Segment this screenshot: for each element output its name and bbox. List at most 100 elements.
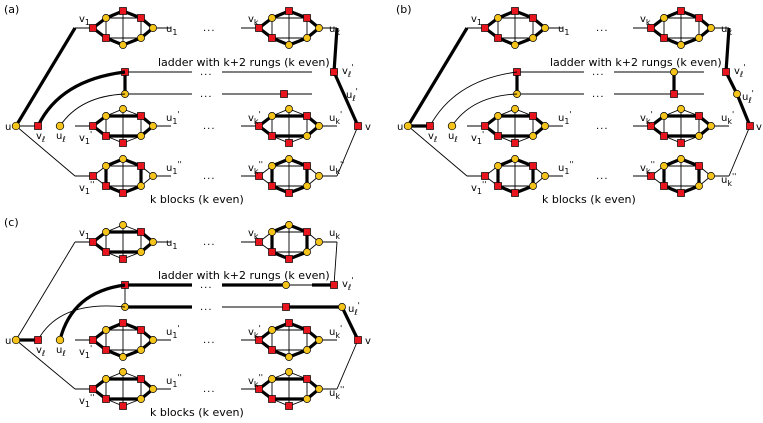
- node-u: [11, 121, 21, 131]
- label-u1: u1: [558, 24, 569, 37]
- edge-vl-ladder: [37, 305, 126, 341]
- edge-ul-ladder: [59, 93, 126, 127]
- label-v1: v1: [79, 14, 90, 27]
- ellipsis-row3: ...: [203, 121, 216, 132]
- label-vl-prime: vℓ': [342, 63, 353, 79]
- ellipsis-row1: ...: [203, 237, 216, 248]
- node-vl: [426, 122, 434, 130]
- label-vl-prime: vℓ': [734, 63, 745, 79]
- node-v: [354, 336, 362, 344]
- ladder-thick: [125, 283, 312, 309]
- node-vl: [34, 336, 42, 344]
- label-v1-prime: v1': [471, 130, 484, 146]
- label-vl: vℓ: [36, 345, 45, 358]
- block-row1-right: [239, 5, 339, 51]
- edge-u-v1dprime: [407, 125, 468, 177]
- label-vl-prime: vℓ': [342, 276, 353, 292]
- block-row1-right: [239, 219, 339, 265]
- label-ul-prime: uℓ': [346, 87, 358, 103]
- panel-label-a: (a): [4, 3, 19, 16]
- panel-label-c: (c): [4, 216, 19, 229]
- blocks-caption-c: k blocks (k even): [150, 406, 244, 419]
- ellipsis-ladder-2: ...: [592, 89, 605, 100]
- node-u: [11, 335, 21, 345]
- edge-ul-ladder: [58, 283, 126, 341]
- block-row1-right: [631, 5, 731, 51]
- label-v: v: [756, 122, 762, 133]
- ladder-node: [670, 90, 678, 98]
- edges-u: [15, 241, 76, 390]
- edge-u-v1: [14, 27, 77, 127]
- node-vl-prime: [722, 68, 730, 76]
- panel-a: (a) ... ... ... ladder with k+2 rungs (k…: [4, 3, 371, 206]
- label-uk-prime: uk': [329, 110, 342, 126]
- node-ul: [55, 335, 65, 345]
- node-u: [403, 121, 413, 131]
- panel-label-b: (b): [396, 3, 412, 16]
- ladder-rails: [517, 71, 704, 95]
- node-vl-prime: [330, 281, 338, 289]
- ladder-node: [282, 281, 290, 289]
- edges-vl-ul-ladder: [429, 71, 518, 127]
- ellipsis-ladder-1: ...: [200, 280, 213, 291]
- panel-c: (c) ... ... ... ladder with k+2 rungs (k…: [4, 216, 371, 419]
- label-v1-prime: v1': [79, 130, 92, 146]
- label-vl: vℓ: [36, 131, 45, 144]
- label-u1-prime: u1': [166, 324, 180, 340]
- label-u1-dprime: u1'': [558, 160, 574, 176]
- ellipsis-ladder-2: ...: [200, 302, 213, 313]
- label-u1-dprime: u1'': [166, 160, 182, 176]
- label-v1: v1: [79, 228, 90, 241]
- label-v1: v1: [471, 14, 482, 27]
- label-uk: uk: [329, 228, 340, 241]
- block-row1-left: [73, 219, 173, 265]
- label-v: v: [365, 122, 371, 133]
- label-uk-prime: uk': [329, 324, 342, 340]
- ladder-node: [670, 68, 678, 76]
- label-u: u: [5, 336, 11, 347]
- label-v1-dprime: v1'': [471, 180, 486, 196]
- label-u1: u1: [166, 24, 177, 37]
- block-row3-right: [239, 317, 339, 363]
- ellipsis-ladder-2: ...: [200, 89, 213, 100]
- label-ul: uℓ: [448, 131, 458, 144]
- node-ul-prime: [733, 90, 741, 98]
- label-u: u: [397, 122, 403, 133]
- label-uk-dprime: uk'': [329, 385, 344, 401]
- ladder-node: [280, 90, 288, 98]
- block-row1-left: [465, 5, 565, 51]
- label-u1-prime: u1': [558, 110, 572, 126]
- blocks-caption-a: k blocks (k even): [150, 193, 244, 206]
- label-uk-dprime: uk'': [329, 160, 344, 176]
- node-vl-prime: [330, 68, 338, 76]
- ellipsis-row1: ...: [596, 23, 609, 34]
- blocks-caption-b: k blocks (k even): [542, 193, 636, 206]
- ladder-caption-c: ladder with k+2 rungs (k even): [158, 269, 330, 282]
- ladder-node: [282, 303, 290, 311]
- label-ul-prime: uℓ': [742, 89, 754, 105]
- ellipsis-row3: ...: [596, 121, 609, 132]
- label-u1: u1: [166, 238, 177, 251]
- label-uk: uk: [721, 24, 732, 37]
- ellipsis-row4: ...: [203, 384, 216, 395]
- edge-uk2-v: [336, 125, 359, 177]
- node-v: [354, 122, 362, 130]
- ellipsis-ladder-1: ...: [200, 67, 213, 78]
- edge-uk-v: [724, 27, 752, 127]
- panel-b: (b) ... ... ... ladder with k+2 rungs (k…: [396, 3, 762, 206]
- block-row1-left: [73, 5, 173, 51]
- label-vk: vk: [248, 14, 259, 27]
- label-uk-prime: uk': [721, 110, 734, 126]
- label-uk-dprime: uk'': [721, 172, 736, 188]
- label-ul: uℓ: [56, 345, 66, 358]
- ladder-rails: [125, 71, 312, 95]
- ellipsis-row3: ...: [203, 335, 216, 346]
- ellipsis-row4: ...: [596, 171, 609, 182]
- edge-uk2-v: [728, 125, 751, 177]
- edge-u-v1: [406, 27, 469, 128]
- label-vk: vk: [248, 228, 259, 241]
- ellipsis-row4: ...: [203, 171, 216, 182]
- label-vl: vℓ: [428, 131, 437, 144]
- label-u: u: [5, 122, 11, 133]
